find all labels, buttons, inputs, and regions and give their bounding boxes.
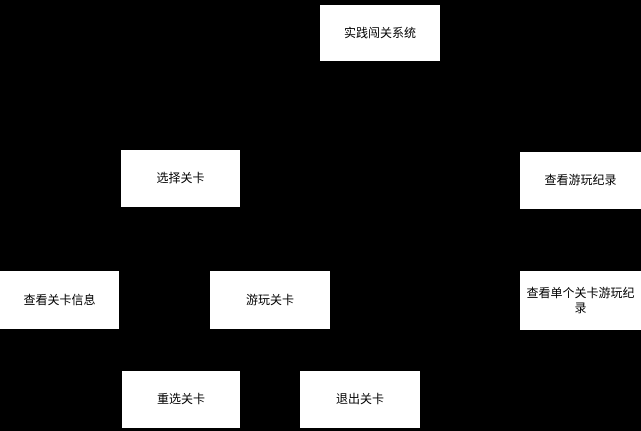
node-exit-level[interactable]: 退出关卡 xyxy=(300,371,420,428)
node-play-level[interactable]: 游玩关卡 xyxy=(210,271,330,329)
node-view-single-level-play-records[interactable]: 查看单个关卡游玩纪​录 xyxy=(520,271,641,330)
node-select-level[interactable]: 选择关卡 xyxy=(121,150,240,207)
node-practice-level-system[interactable]: 实践闯关系统 xyxy=(320,5,440,61)
node-view-level-info[interactable]: 查看关卡信息 xyxy=(0,271,119,329)
node-view-play-records[interactable]: 查看游玩纪录 xyxy=(520,152,641,209)
node-reselect-level[interactable]: 重选关卡 xyxy=(122,371,240,428)
